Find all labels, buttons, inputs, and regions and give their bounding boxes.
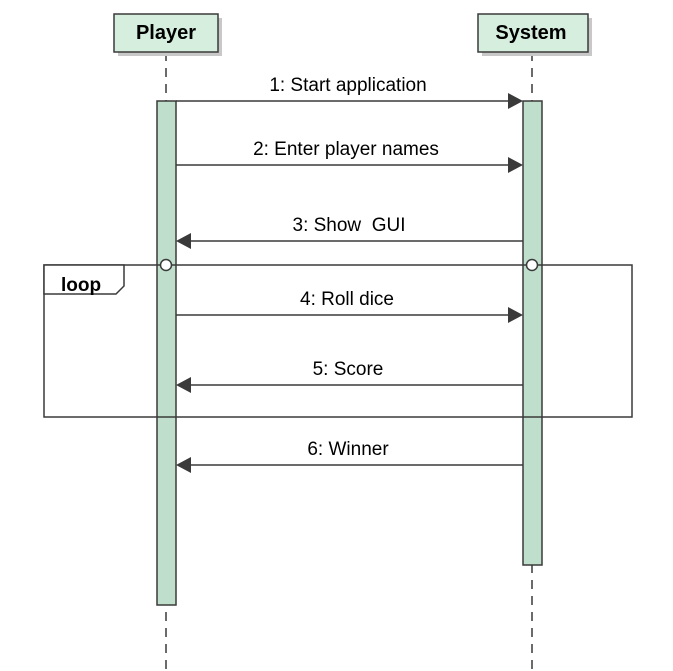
activation-player (156, 100, 177, 606)
participant-player-box (113, 13, 219, 53)
message-5-label: 5: Score (313, 359, 384, 380)
loop-fragment-label: loop (61, 275, 101, 296)
message-4-label: 4: Roll dice (300, 289, 394, 310)
gate-system (525, 258, 539, 272)
message-3-label: 3: Show GUI (293, 215, 406, 236)
message-1-label: 1: Start application (269, 75, 426, 96)
participant-system-label: System (495, 22, 566, 44)
message-2-label: 2: Enter player names (253, 139, 439, 160)
message-1-arrowhead (508, 93, 523, 109)
activation-system (522, 100, 543, 566)
loop-fragment-tab (43, 264, 125, 295)
message-6-label: 6: Winner (307, 439, 389, 460)
loop-fragment[interactable]: loop (43, 264, 633, 418)
message-5[interactable]: 5: Score (176, 359, 523, 393)
message-4-arrowhead (508, 307, 523, 323)
message-6-arrowhead (176, 457, 191, 473)
message-4[interactable]: 4: Roll dice (176, 289, 523, 323)
message-6[interactable]: 6: Winner (176, 439, 523, 473)
message-3[interactable]: 3: Show GUI (176, 215, 523, 249)
message-3-arrowhead (176, 233, 191, 249)
participant-player-label: Player (136, 22, 196, 44)
message-2-arrowhead (508, 157, 523, 173)
participant-system[interactable]: System (477, 13, 592, 56)
message-5-arrowhead (176, 377, 191, 393)
message-1[interactable]: 1: Start application (176, 75, 523, 109)
gate-player (159, 258, 173, 272)
participant-system-box (477, 13, 589, 53)
message-2[interactable]: 2: Enter player names (176, 139, 523, 173)
participant-player[interactable]: Player (113, 13, 222, 56)
loop-fragment-frame (43, 264, 633, 418)
